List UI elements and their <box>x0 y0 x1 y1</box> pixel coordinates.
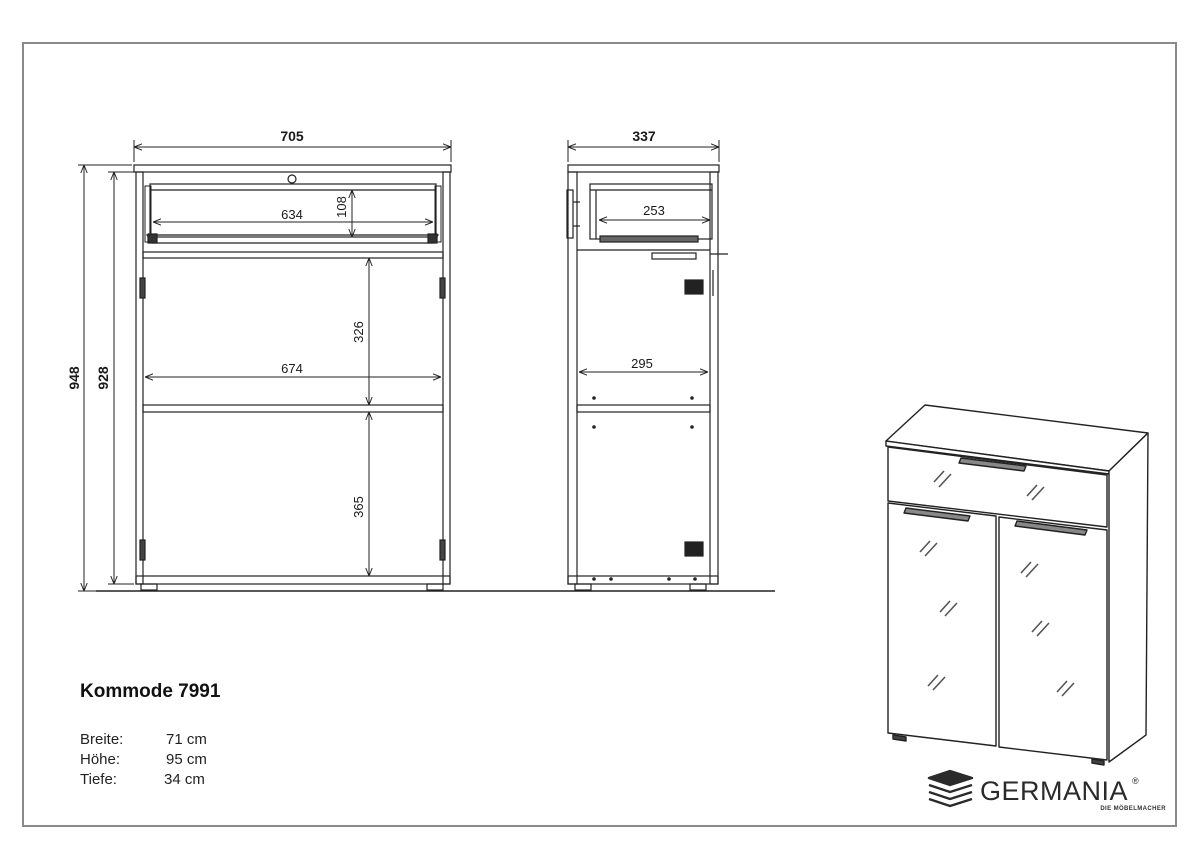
side-view <box>566 164 728 591</box>
spec-width-label: Breite: <box>80 731 123 748</box>
perspective-view <box>885 404 1149 766</box>
dim-overall-height: 948 <box>66 366 82 390</box>
dim-drawer-inner-width: 634 <box>281 207 303 222</box>
spec-depth-label: Tiefe: <box>80 771 117 788</box>
brand-registered-mark: ® <box>1132 776 1139 786</box>
dim-overall-depth: 337 <box>632 128 656 144</box>
glass-reflection-marks <box>919 470 1075 697</box>
product-title: Kommode 7991 <box>80 681 221 702</box>
sheet-border <box>22 42 1177 827</box>
dim-shelf-width: 674 <box>281 361 303 376</box>
dim-overall-width: 705 <box>280 128 304 144</box>
dim-upper-compartment-height: 326 <box>351 321 366 343</box>
front-dimensions <box>78 140 452 592</box>
dim-drawer-height: 108 <box>334 196 349 218</box>
stacked-layers-icon <box>927 769 974 808</box>
brand-logo: GERMANIA <box>980 776 1128 806</box>
spec-height-value: 95 cm <box>166 751 207 768</box>
dim-body-height: 928 <box>95 366 111 390</box>
spec-depth-value: 34 cm <box>164 771 205 788</box>
front-view <box>133 164 452 591</box>
dim-lower-compartment-height: 365 <box>351 496 366 518</box>
spec-width-value: 71 cm <box>166 731 207 748</box>
dim-shelf-depth: 295 <box>631 356 653 371</box>
spec-height-label: Höhe: <box>80 751 120 768</box>
side-dimensions <box>567 140 720 372</box>
side-view-pin-holes <box>592 396 697 581</box>
dim-drawer-depth: 253 <box>643 203 665 218</box>
brand-tagline: DIE MÖBELMACHER <box>1100 805 1166 812</box>
